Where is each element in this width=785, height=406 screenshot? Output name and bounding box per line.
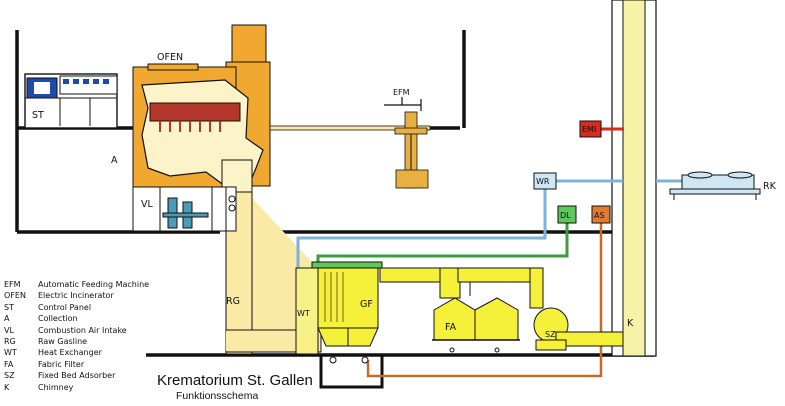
label-k: K	[627, 318, 634, 329]
diagram-subtitle: Funktionsschema	[176, 390, 258, 402]
furnace	[132, 24, 271, 193]
basement-pit	[319, 355, 384, 389]
label-rk: RK	[763, 181, 777, 192]
legend-abbr: VL	[4, 325, 14, 335]
legend-text: Raw Gasline	[38, 336, 88, 346]
legend-row: ST Control Panel	[4, 302, 149, 313]
legend-row: OFEN Electric Incinerator	[4, 290, 149, 301]
legend-row: WT Heat Exchanger	[4, 347, 149, 358]
label-a: A	[111, 155, 118, 166]
wr-box	[533, 172, 557, 190]
combustion-air-intake	[132, 186, 237, 232]
label-vl: VL	[141, 199, 153, 210]
label-fa: FA	[445, 322, 457, 333]
label-efm: EFM	[393, 88, 410, 97]
as-box	[591, 205, 611, 224]
legend-abbr: A	[4, 314, 10, 324]
legend-text: Chimney	[38, 382, 74, 392]
label-st: ST	[32, 110, 44, 121]
control-panel	[24, 73, 118, 129]
legend-row: FA Fabric Filter	[4, 359, 149, 370]
legend-abbr: WT	[4, 348, 17, 358]
legend-row: SZ Fixed Bed Adsorber	[4, 370, 149, 381]
label-rg: RG	[226, 296, 240, 307]
as-line	[366, 223, 603, 378]
dl-line	[316, 223, 569, 264]
legend-abbr: RG	[4, 336, 16, 346]
fixed-bed-adsorber	[533, 307, 624, 351]
legend-text: Combustion Air Intake	[38, 325, 127, 335]
legend-abbr: OFEN	[4, 291, 26, 301]
legend-text: Fabric Filter	[38, 359, 85, 369]
legend-abbr: K	[4, 382, 10, 392]
label-emi: EMI	[582, 125, 596, 134]
label-wt: WT	[297, 309, 310, 318]
fabric-filter	[380, 267, 544, 353]
legend-text: Fixed Bed Adsorber	[38, 371, 116, 381]
label-sz: SZ	[545, 330, 556, 339]
label-gf: GF	[360, 299, 373, 310]
diagram-title: Krematorium St. Gallen	[157, 372, 313, 389]
gas-filter	[311, 261, 451, 364]
label-ofen: OFEN	[157, 52, 183, 63]
label-as: AS	[594, 211, 605, 220]
legend-row: EFM Automatic Feeding Machine	[4, 279, 149, 290]
chimney	[611, 0, 657, 357]
legend-text: Collection	[38, 314, 78, 324]
label-dl: DL	[560, 211, 571, 220]
legend-text: Electric Incinerator	[38, 291, 114, 301]
legend-abbr: EFM	[4, 280, 21, 289]
legend-abbr: FA	[4, 359, 14, 369]
legend-text: Control Panel	[38, 302, 92, 312]
legend-text: Heat Exchanger	[38, 348, 102, 358]
label-wr: WR	[536, 177, 550, 186]
feeding-machine	[269, 97, 431, 189]
legend-row: VL Combustion Air Intake	[4, 325, 149, 336]
legend-abbr: ST	[4, 302, 14, 312]
legend-abbr: SZ	[4, 371, 15, 381]
dl-box	[557, 205, 577, 224]
legend-row: RG Raw Gasline	[4, 336, 149, 347]
legend-row: K Chimney	[4, 382, 149, 393]
legend-row: A Collection	[4, 313, 149, 324]
cooler	[669, 171, 761, 200]
legend-text: Automatic Feeding Machine	[38, 280, 150, 289]
emi-box	[579, 120, 602, 138]
